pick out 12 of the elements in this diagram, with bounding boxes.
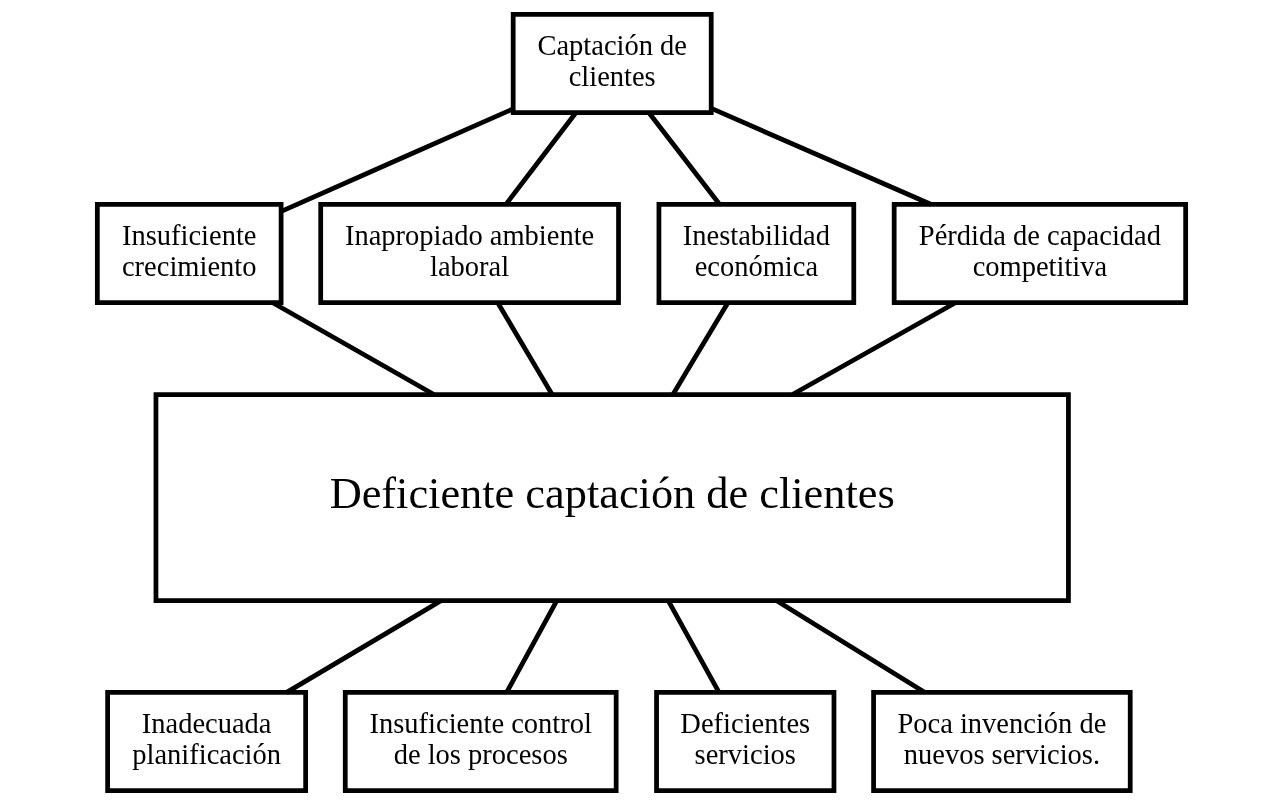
node-box: Inadecuada planificación	[104, 690, 308, 793]
node-box: Inapropiado ambiente laboral	[317, 202, 621, 306]
node-box: Insuficiente control de los procesos	[342, 690, 619, 793]
node-box: Inestabilidad económica	[656, 202, 856, 306]
node-box: Deficiente captación de clientes	[153, 392, 1071, 603]
node-box: Captación de clientes	[510, 12, 714, 115]
node-box: Insuficiente crecimiento	[94, 202, 283, 306]
node-box: Pérdida de capacidad competitiva	[891, 202, 1188, 306]
node-box: Deficientes servicios	[653, 690, 836, 793]
connector	[774, 598, 926, 695]
node-box: Poca invención de nuevos servicios.	[870, 690, 1133, 793]
connector	[284, 598, 443, 695]
